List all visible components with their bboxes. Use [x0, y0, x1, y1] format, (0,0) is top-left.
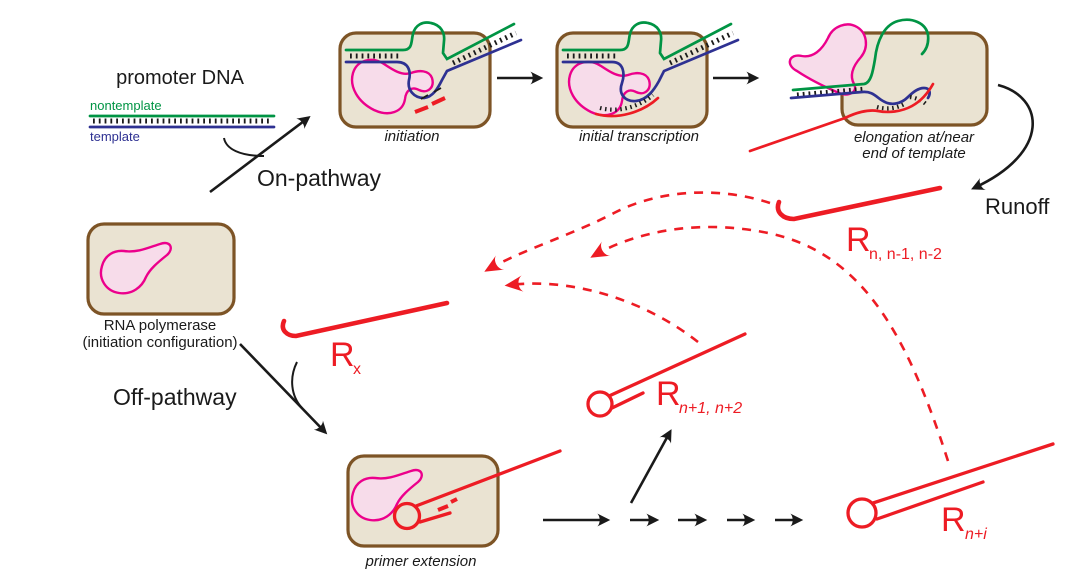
rna-hairpin-loop-icon [846, 497, 878, 529]
rna-dna-ticks-initial-transcription [599, 93, 655, 112]
duplex-ticks-initiation [451, 30, 518, 66]
rx-product-symbol: R [330, 336, 355, 374]
template-strand-elongation [789, 86, 931, 106]
rx-product-group: R x [280, 300, 450, 378]
nontemplate-strand-label: nontemplate [90, 98, 162, 113]
primer-extension-caption: primer extension [365, 553, 477, 570]
abortive-ticks-icon [420, 87, 442, 100]
nontemplate-strand-initiation [344, 21, 516, 61]
rna-dna-ticks-elongation-bottom [876, 101, 908, 111]
off-pathway-group: Off-pathway [113, 343, 328, 435]
runoff-product-rna-icon [775, 185, 943, 222]
rna-hairpin-loop-icon [392, 501, 422, 531]
rna-hairpin-short-strand [418, 511, 452, 524]
recycle-arrow-from-extended [504, 275, 699, 344]
extended-product-subscript: n+1, n+2 [679, 400, 742, 417]
rna-hairpin-short-strand [610, 391, 645, 410]
promoter-dna-title: promoter DNA [116, 67, 244, 89]
elongation-caption-line2: end of template [862, 145, 965, 162]
rna-hairpin-loop-icon [586, 390, 614, 418]
extended-more-product-symbol: R [941, 501, 966, 539]
on-pathway-join-curve [223, 137, 265, 157]
recycle-arrow-from-runoff-products [484, 191, 771, 272]
recycle-arrows-group [484, 191, 950, 462]
initiation-caption: initiation [384, 128, 439, 145]
rnap-group: RNA polymerase (initiation configuration… [82, 222, 238, 351]
rna-hairpin-long-strand [871, 442, 1055, 505]
on-pathway-label: On-pathway [257, 165, 382, 191]
runoff-curved-arrow [971, 83, 1034, 190]
initiation-stage-group: initiation [338, 21, 523, 145]
elongation-caption-line1: elongation at/near [854, 129, 975, 146]
extended-product-symbol: R [656, 375, 681, 413]
extended-more-product-group: R n+i [846, 442, 1055, 543]
nontemplate-strand-initial-transcription [561, 21, 733, 61]
arrow-to-extended-product [629, 429, 672, 504]
nascent-rna-strand [594, 96, 660, 118]
runoff-product-symbol: R [846, 221, 871, 259]
template-strand-initiation [344, 38, 523, 100]
rna-hairpin-long-strand [607, 332, 747, 398]
extension-point-dashes-icon [437, 497, 458, 512]
off-pathway-label: Off-pathway [113, 384, 237, 410]
rna-hairpin-long-strand [414, 449, 562, 508]
extended-product-group: R n+1, n+2 [586, 332, 747, 418]
extended-more-product-subscript: n+i [965, 526, 987, 543]
extension-arrow-chain-group [543, 429, 804, 527]
rx-product-rna-icon [280, 300, 450, 339]
runoff-rna-strand [748, 82, 935, 153]
initial-transcription-caption: initial transcription [579, 128, 699, 145]
recycle-arrow-from-extended-more [590, 225, 950, 462]
nontemplate-strand-elongation [791, 18, 930, 92]
template-strand-label: template [90, 129, 140, 144]
runoff-group: Runoff [971, 83, 1050, 219]
template-strand-initial-transcription [561, 38, 740, 103]
rna-hairpin-short-strand [875, 480, 985, 521]
abortive-rna-dashes-icon [414, 96, 446, 114]
initial-transcription-stage-group: initial transcription [555, 21, 740, 145]
elongation-stage-group: elongation at/near end of template [748, 18, 989, 162]
rx-product-subscript: x [353, 361, 361, 378]
off-pathway-join-curve [291, 361, 303, 409]
runoff-product-subscript: n, n-1, n-2 [869, 246, 942, 263]
off-pathway-arrow [239, 343, 328, 435]
duplex-ticks-initial-transcription [668, 30, 735, 66]
on-pathway-group: On-pathway [209, 116, 382, 194]
rnap-caption-line2: (initiation configuration) [82, 334, 237, 351]
promoter-dna-group: promoter DNA nontemplate template [88, 67, 276, 144]
runoff-products-group: R n, n-1, n-2 [775, 185, 943, 263]
rnap-caption-line1: RNA polymerase [104, 317, 217, 334]
primer-extension-stage-group: primer extension [346, 449, 562, 570]
runoff-label: Runoff [985, 194, 1050, 219]
